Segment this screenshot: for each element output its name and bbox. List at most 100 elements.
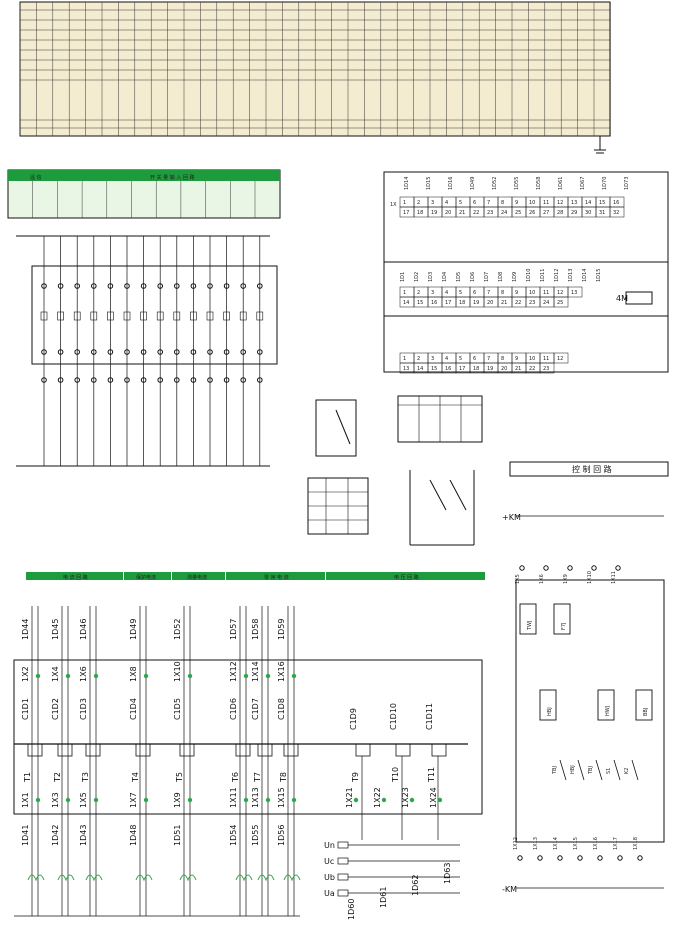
terminal-assignment-table bbox=[19, 1, 611, 154]
trip-switch-diagram bbox=[409, 470, 475, 546]
switch-diagram-a bbox=[315, 399, 357, 457]
vt-code: C1D10 bbox=[389, 703, 398, 730]
ct-coil bbox=[27, 874, 45, 882]
tl-cell-num: 7 bbox=[487, 200, 490, 206]
tl-code-mid: 1D14 bbox=[582, 269, 588, 282]
tl-cell-num: 30 bbox=[585, 210, 591, 216]
tl-cell-2 bbox=[553, 296, 569, 308]
rc-term-label: 1X18 bbox=[633, 837, 639, 850]
tl-cell-num: 21 bbox=[501, 300, 507, 306]
bi-optocoupler bbox=[123, 311, 131, 321]
legend-header-left: 遥 信 bbox=[30, 174, 42, 181]
tl-cell-num: 12 bbox=[557, 290, 563, 296]
ct-terminal-dot bbox=[93, 673, 99, 679]
tl-code-mid: 1D7 bbox=[484, 272, 490, 282]
vt-transformer bbox=[355, 743, 371, 757]
vt-code: C1D9 bbox=[349, 708, 358, 730]
rc-term-label: 1X16 bbox=[593, 837, 599, 850]
bi-terminal bbox=[124, 283, 130, 289]
ct-midtop-label: 1X14 bbox=[251, 661, 260, 682]
bi-terminal bbox=[190, 377, 197, 383]
bi-terminal bbox=[157, 349, 163, 355]
ct-midtop-label: 1X6 bbox=[79, 666, 88, 682]
bi-optocoupler bbox=[90, 311, 98, 321]
rc-terminal bbox=[617, 855, 623, 861]
tl-code-top: 1D73 bbox=[624, 177, 630, 190]
tl-cell-num: 8 bbox=[501, 290, 504, 296]
ct-midbottom-label: 1X9 bbox=[173, 792, 182, 808]
tl-code-top: 1D16 bbox=[448, 177, 454, 190]
tl-cell-num: 18 bbox=[459, 300, 465, 306]
tl-cell-num: 5 bbox=[459, 200, 462, 206]
ct-terminal-dot bbox=[187, 673, 193, 679]
tl-cell-num: 10 bbox=[529, 356, 535, 362]
ct-bottom-label: 1D42 bbox=[51, 825, 60, 846]
bi-terminal bbox=[223, 283, 230, 289]
ct-midtop-label: 1X4 bbox=[51, 666, 60, 682]
vt-fuse-label: 1D61 bbox=[379, 887, 388, 908]
bi-optocoupler bbox=[107, 311, 114, 321]
ct-name: T5 bbox=[175, 772, 184, 783]
vt-fuse bbox=[337, 889, 349, 897]
tl-code-top: 1D67 bbox=[580, 177, 586, 190]
tl-cell-num: 14 bbox=[585, 200, 591, 206]
bi-optocoupler bbox=[239, 311, 247, 321]
relay-coil bbox=[597, 689, 615, 721]
ct-midbottom-label: 1X1 bbox=[21, 792, 30, 808]
tl-box-label: 4M bbox=[616, 294, 628, 303]
vt-fuse-label: 1D60 bbox=[347, 899, 356, 920]
tl-cell-num: 8 bbox=[501, 200, 504, 206]
rc-terminal bbox=[577, 855, 583, 861]
ct-coil bbox=[179, 874, 197, 882]
bi-optocoupler bbox=[256, 311, 264, 321]
ct-code: C1D1 bbox=[21, 698, 30, 720]
bi-terminal bbox=[41, 283, 47, 289]
relay-coil bbox=[553, 603, 571, 635]
rc-terminal bbox=[567, 565, 573, 571]
tl-cell-num: 8 bbox=[501, 356, 504, 362]
rc-term-label: 1X17 bbox=[613, 837, 619, 850]
tl-cell-num: 11 bbox=[543, 290, 549, 296]
tl-cell-num: 15 bbox=[431, 366, 437, 372]
contact bbox=[595, 759, 603, 781]
binary-input-block bbox=[16, 235, 278, 467]
contact bbox=[631, 759, 639, 781]
vt-terminal-dot bbox=[437, 797, 443, 803]
ct-transformer bbox=[27, 743, 43, 757]
tl-cell-num: 10 bbox=[529, 200, 535, 206]
relay-label: F7J bbox=[561, 622, 567, 630]
tl-code-mid: 1D6 bbox=[470, 272, 476, 282]
ct-bottom-label: 1D41 bbox=[21, 825, 30, 846]
tl-cell-num: 2 bbox=[417, 290, 420, 296]
bi-optocoupler bbox=[140, 311, 147, 321]
polarity-plus: +KM bbox=[502, 513, 521, 522]
tl-code-top: 1D49 bbox=[470, 177, 476, 190]
tl-cell-num: 13 bbox=[571, 290, 577, 296]
ct-name: T1 bbox=[23, 772, 32, 783]
relay-label: HWJ bbox=[605, 706, 611, 716]
ct-midtop-label: 1X16 bbox=[277, 661, 286, 682]
tl-cell-num: 19 bbox=[431, 210, 437, 216]
ct-terminal-dot bbox=[143, 797, 149, 803]
bi-terminal bbox=[124, 349, 130, 355]
vt-fuse bbox=[337, 841, 349, 849]
current-circuit-block: 1D441X2C1D1T11X11D411D451X4C1D2T21X31D42… bbox=[13, 606, 483, 917]
ct-terminal-dot bbox=[65, 797, 71, 803]
bi-terminal bbox=[257, 349, 263, 355]
bi-terminal bbox=[57, 283, 64, 289]
relay-coil bbox=[539, 689, 557, 721]
ct-midbottom-label: 1X7 bbox=[129, 792, 138, 808]
bi-optocoupler bbox=[40, 311, 48, 321]
ct-top-label: 1D52 bbox=[173, 619, 182, 640]
tl-code-mid: 1D15 bbox=[596, 269, 602, 282]
rc-term-label: 1X11 bbox=[611, 571, 617, 584]
bi-terminal bbox=[140, 283, 147, 289]
polarity-minus: -KM bbox=[502, 885, 517, 894]
vt-fuse bbox=[337, 857, 349, 865]
vt-term: 1X22 bbox=[373, 787, 382, 808]
bi-optocoupler bbox=[57, 311, 64, 321]
tl-side-code: 1X bbox=[390, 202, 397, 208]
rc-term-label: 1X15 bbox=[573, 837, 579, 850]
vt-fuse-label: 1D62 bbox=[411, 875, 420, 896]
tl-cell-num: 20 bbox=[487, 300, 493, 306]
